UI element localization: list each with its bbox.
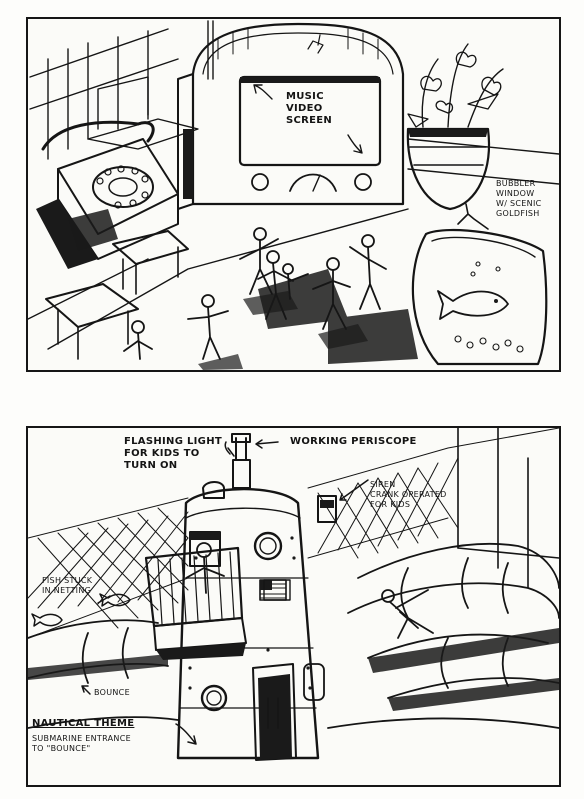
kid-shadows [198, 291, 368, 370]
floor-and-tables [28, 208, 418, 364]
bounce-cushions-right [327, 542, 559, 729]
siren-label: SIREN CRANK OPERATED FOR KIDS [370, 480, 447, 509]
screen-arrows [253, 84, 363, 154]
dancing-kids [123, 227, 387, 360]
rotary-telephone [36, 120, 179, 269]
siren-box [317, 495, 337, 523]
theme-label: NAUTICAL THEME [32, 718, 135, 729]
submarine-tower [176, 487, 325, 761]
balcony-with-kid [144, 531, 247, 660]
bounce-label: BOUNCE [94, 688, 130, 697]
periscope-label: WORKING PERISCOPE [290, 436, 417, 447]
fish-in-netting [31, 593, 131, 627]
cushion-shadows [368, 628, 559, 711]
top-panel: MUSIC VIDEO SCREEN BUBBLER WINDOW W/ SCE… [26, 17, 561, 372]
netting [28, 428, 559, 639]
screen-label: MUSIC VIDEO SCREEN [286, 91, 333, 126]
callout-arrows [81, 439, 369, 745]
goldfish-bubbler-window [411, 203, 548, 366]
bouncing-kid [381, 589, 434, 639]
flag-decal [263, 579, 291, 601]
bubbler-label: BUBBLER WINDOW W/ SCENIC GOLDFISH [496, 179, 542, 218]
periscope-and-light [202, 433, 251, 499]
flower-vase [406, 43, 504, 211]
bottom-panel: FLASHING LIGHT FOR KIDS TO TURN ON WORKI… [26, 426, 561, 787]
fish-label: FISH STUCK IN NETTING [42, 576, 93, 595]
bottom-panel-sketch [28, 428, 559, 761]
jukebox-screen [177, 22, 405, 210]
top-panel-sketch [28, 20, 559, 370]
entrance-label: SUBMARINE ENTRANCE TO "BOUNCE" [32, 734, 131, 753]
left-cushion-shadow [28, 654, 168, 680]
flashing-light-label: FLASHING LIGHT FOR KIDS TO TURN ON [124, 436, 222, 471]
